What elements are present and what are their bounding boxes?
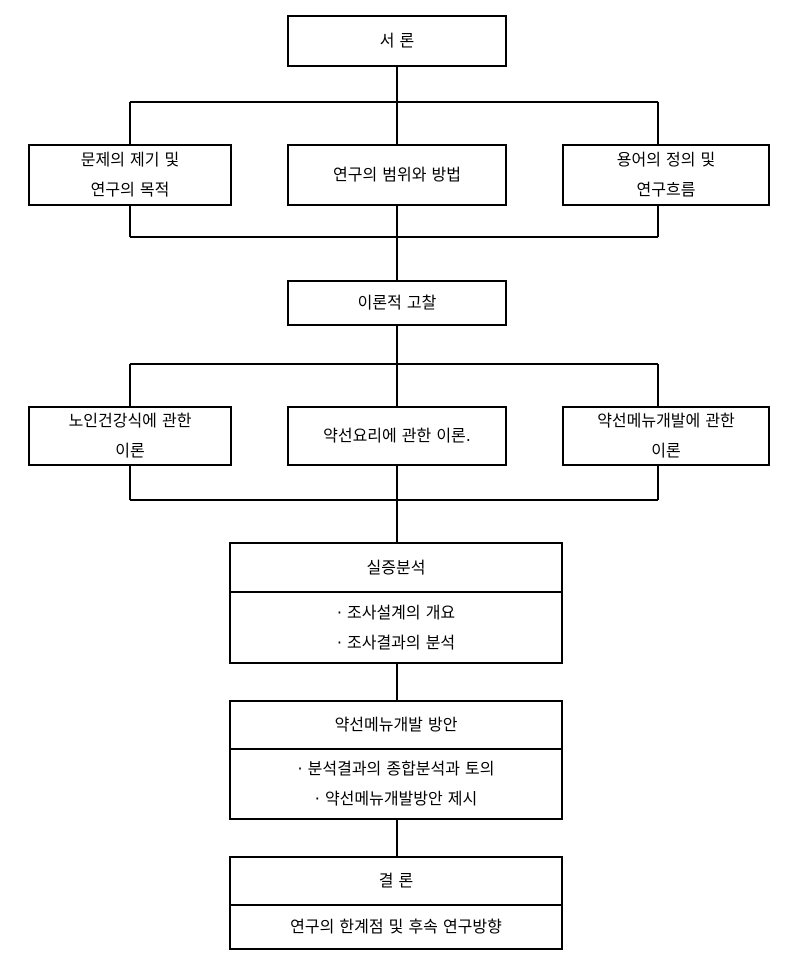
analysis-title: 실증분석 [366, 557, 426, 577]
elderly-diet-theory-line-2: 이론 [115, 441, 145, 460]
problem-purpose-line-1: 문제의 제기 및 [80, 150, 180, 169]
scope-method-box: 연구의 범위와 방법 [287, 144, 507, 206]
analysis-divider [231, 591, 561, 593]
analysis-item-1: · 조사설계의 개요 [336, 602, 456, 622]
problem-purpose-line-2: 연구의 목적 [90, 180, 170, 199]
terms-flow-box: 용어의 정의 및 연구흐름 [562, 144, 770, 206]
menu-development-theory-box: 약선메뉴개발에 관한 이론 [562, 406, 770, 466]
conclusion-divider [231, 904, 561, 906]
plan-box: 약선메뉴개발 방안 · 분석결과의 종합분석과 토의 · 약선메뉴개발방안 제시 [229, 700, 563, 820]
plan-item-1: · 분석결과의 종합분석과 토의 [297, 759, 495, 778]
terms-flow-line-1: 용어의 정의 및 [616, 150, 716, 169]
menu-development-theory-line-2: 이론 [651, 441, 681, 460]
medicinal-cuisine-theory-line-1: 약선요리에 관한 이론. [323, 426, 471, 445]
intro-title: 서 론 [379, 31, 415, 50]
terms-flow-line-2: 연구흐름 [636, 180, 696, 199]
conclusion-title: 결 론 [378, 871, 414, 890]
menu-development-theory-line-1: 약선메뉴개발에 관한 [597, 411, 735, 430]
intro-box: 서 론 [287, 15, 507, 67]
plan-item-2: · 약선메뉴개발방안 제시 [314, 789, 478, 808]
problem-purpose-box: 문제의 제기 및 연구의 목적 [28, 144, 232, 206]
elderly-diet-theory-line-1: 노인건강식에 관한 [68, 411, 192, 430]
conclusion-item-1: 연구의 한계점 및 후속 연구방향 [290, 917, 502, 936]
plan-divider [231, 748, 561, 750]
scope-method-line-1: 연구의 범위와 방법 [333, 165, 461, 184]
analysis-item-2: · 조사결과의 분석 [336, 632, 456, 652]
plan-title: 약선메뉴개발 방안 [334, 715, 458, 734]
analysis-box: 실증분석 · 조사설계의 개요 · 조사결과의 분석 [229, 542, 563, 664]
theory-box: 이론적 고찰 [287, 280, 507, 326]
conclusion-box: 결 론 연구의 한계점 및 후속 연구방향 [229, 856, 563, 950]
theory-title: 이론적 고찰 [357, 293, 437, 312]
elderly-diet-theory-box: 노인건강식에 관한 이론 [28, 406, 232, 466]
medicinal-cuisine-theory-box: 약선요리에 관한 이론. [287, 406, 507, 466]
